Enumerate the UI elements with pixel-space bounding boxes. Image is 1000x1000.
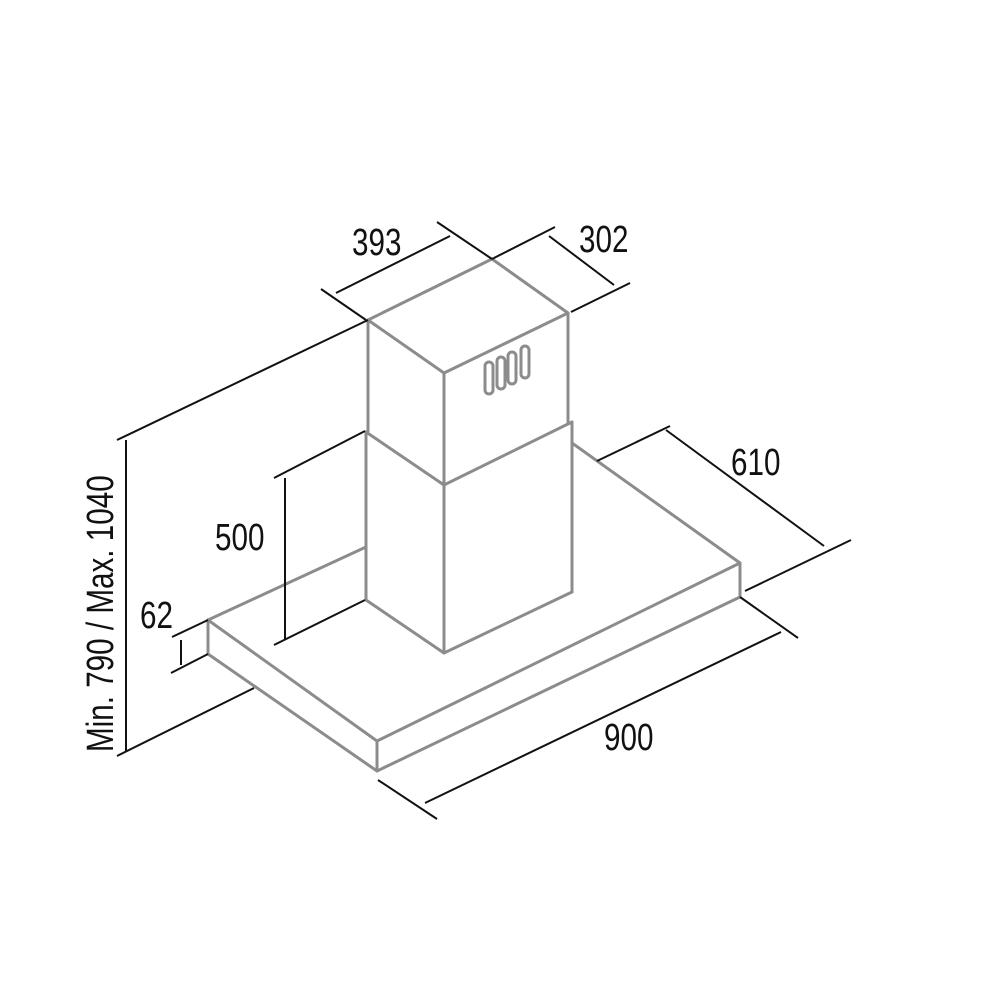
dimension-canopy-depth: 610 [596,425,852,592]
label-total-height: Min. 790 / Max. 1040 [80,475,122,752]
lower-chimney-top [364,420,574,487]
dimension-canopy-width: 900 [377,596,799,820]
dimension-chimney-depth: 302 [491,219,631,313]
dimension-chimney-width: 393 [320,221,493,321]
canopy-outline [206,561,742,773]
label-393: 393 [352,222,401,264]
lower-chimney [364,420,574,655]
lower-chimney-bottom [364,590,574,655]
canopy-back-right-edge [570,441,742,565]
canopy [206,441,742,773]
upper-chimney [366,257,570,487]
label-900: 900 [604,717,653,759]
label-500: 500 [215,517,264,559]
label-610: 610 [731,442,780,484]
canopy-back-left-edge [206,545,368,622]
upper-chimney-top [366,257,570,375]
dimension-canopy-thickness: 62 [140,595,209,674]
dimension-lower-chimney-height: 500 [215,430,366,646]
label-62: 62 [140,595,173,637]
label-302: 302 [579,219,628,261]
dimension-total-height: Min. 790 / Max. 1040 [80,319,369,757]
vent-slots-icon [483,344,531,396]
